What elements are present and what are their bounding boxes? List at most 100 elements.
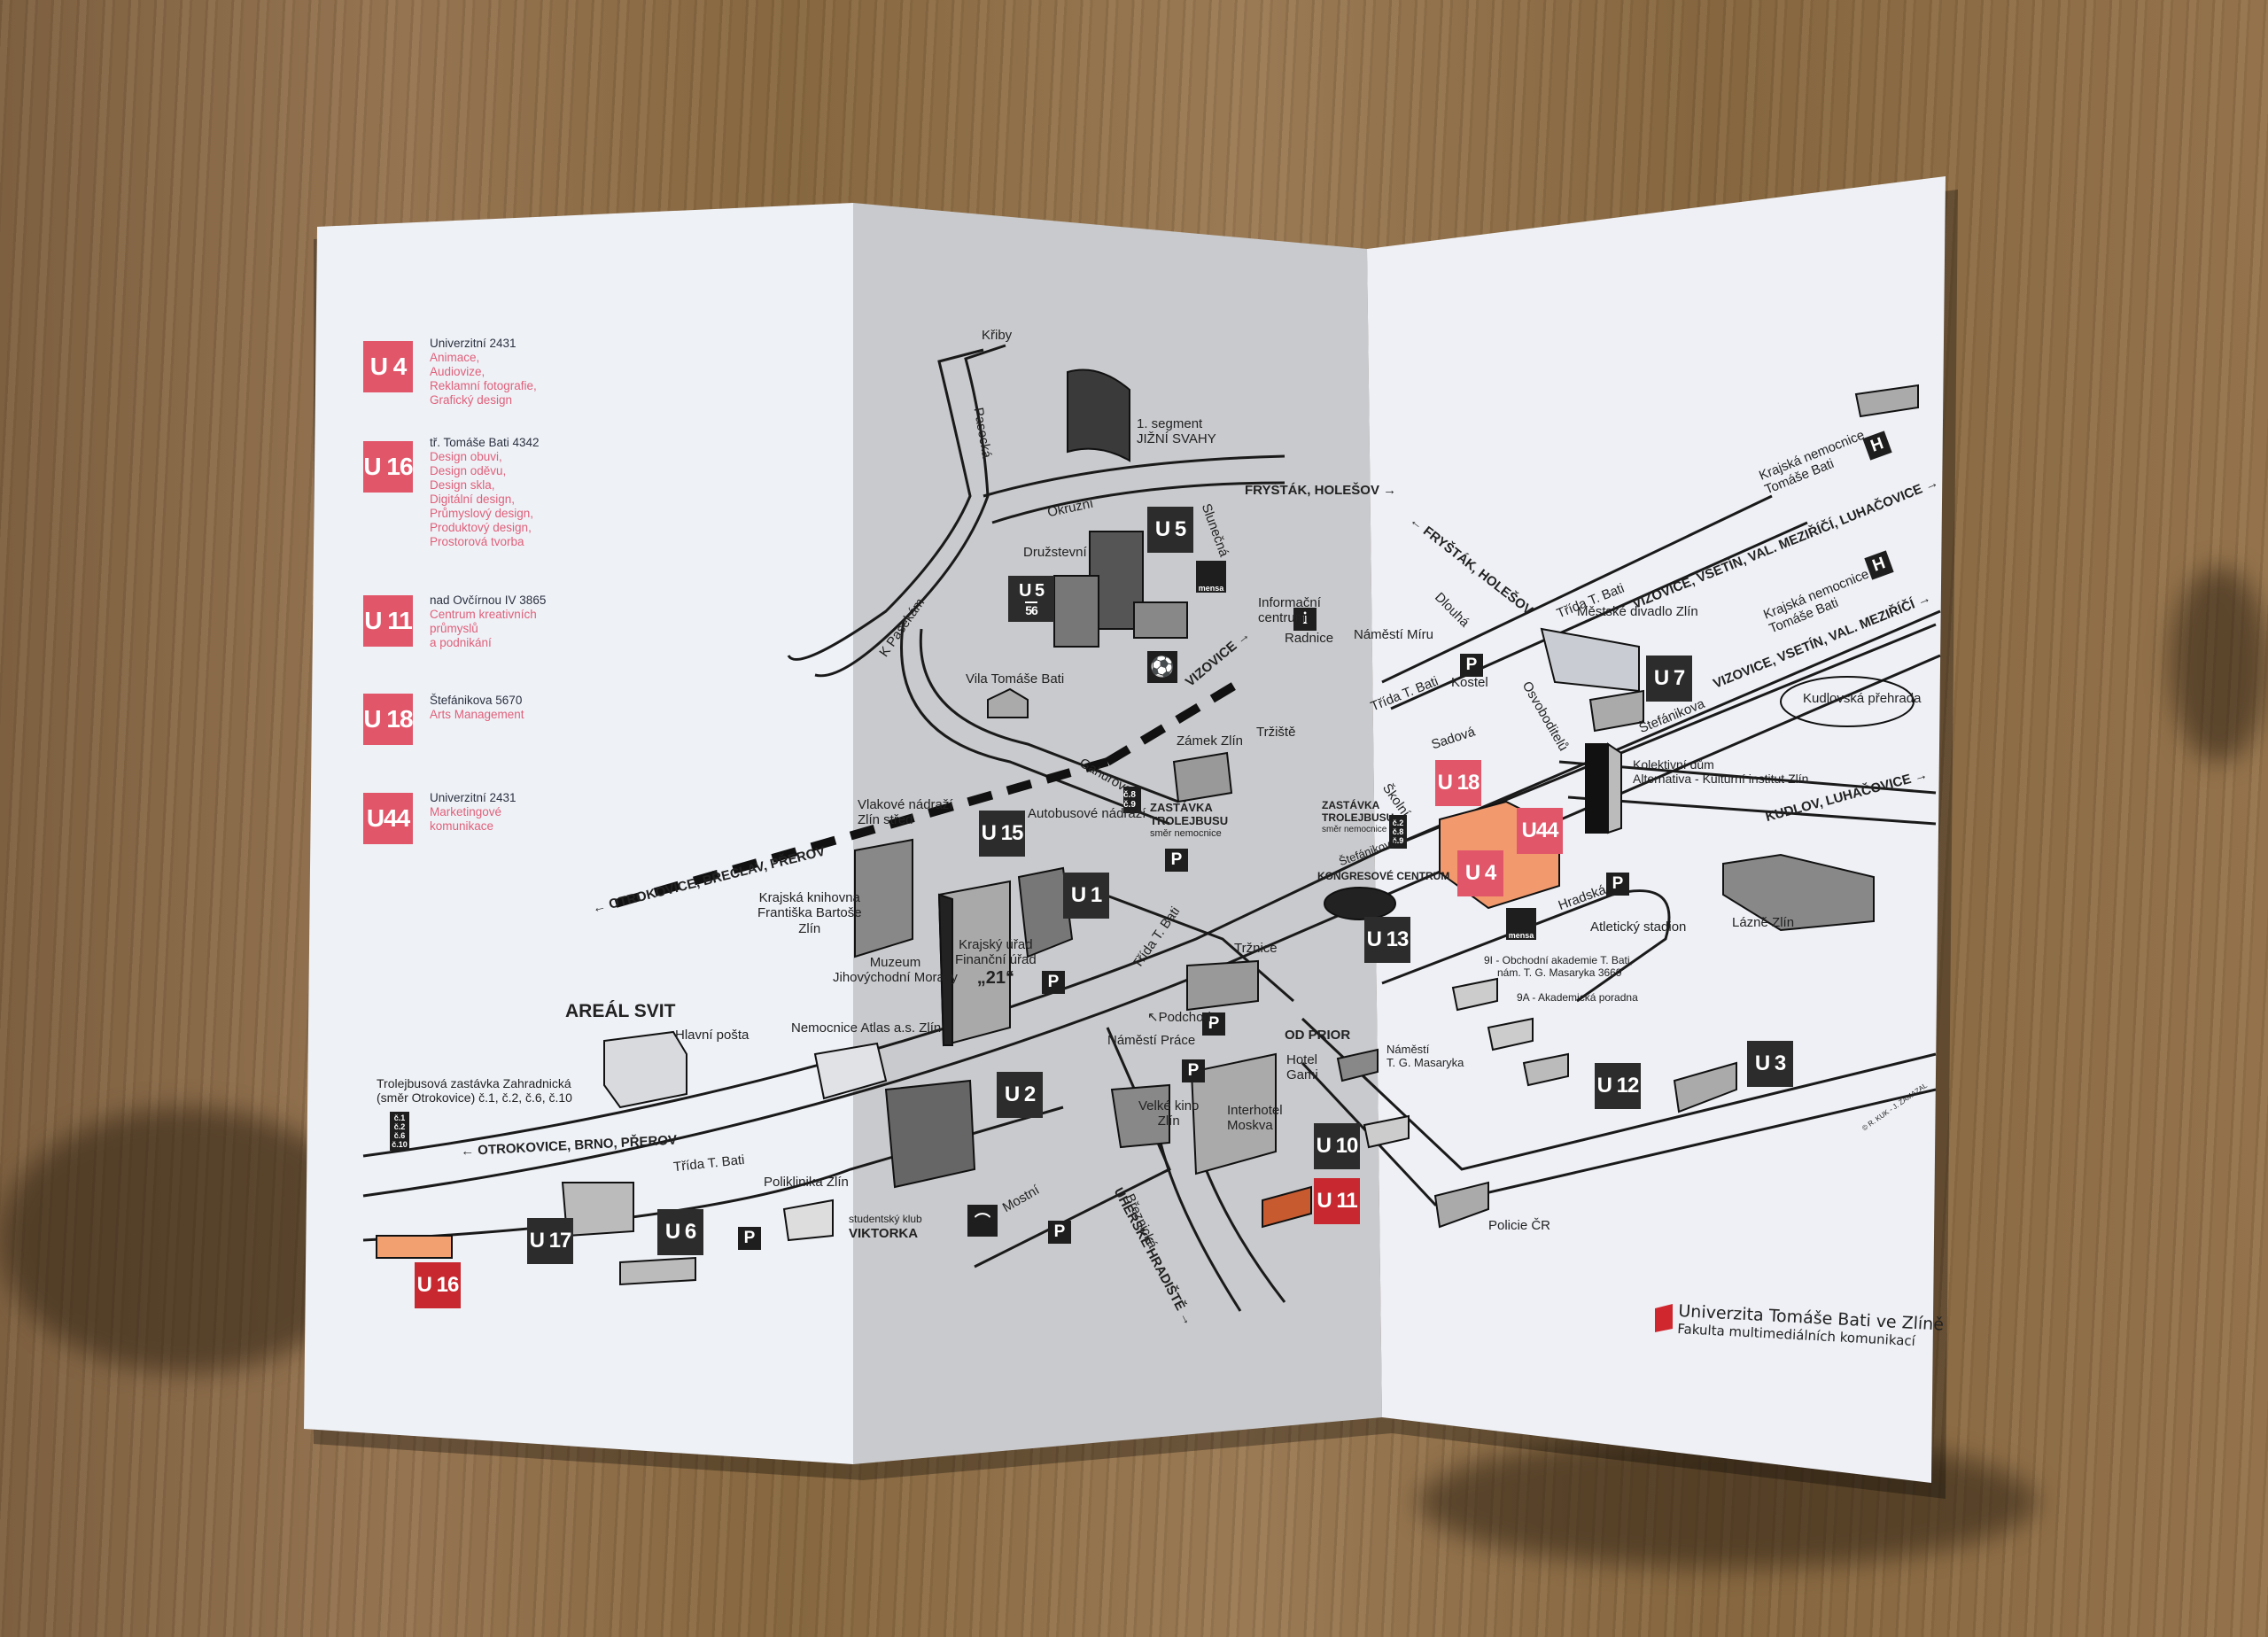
parking-icon: P: [1182, 1059, 1205, 1082]
legend-badge-u4: U 4: [363, 341, 413, 392]
legend-program: Design skla,: [430, 478, 495, 492]
label-line: Finanční úřad: [955, 952, 1037, 968]
road-paseka: [787, 348, 984, 661]
badge-u18: U 18: [1435, 760, 1481, 806]
mensa-restaurant-icon: mensa: [1506, 908, 1536, 940]
building-u11-red: [1262, 1185, 1312, 1229]
parking-icon: P: [1048, 1221, 1071, 1244]
badge-u2: U 2: [997, 1072, 1043, 1118]
legend-address: Univerzitní 2431: [430, 791, 517, 804]
legend-program: Průmyslový design,: [430, 507, 534, 520]
trolleybus-lines-sign: č.8 č.9: [1123, 787, 1141, 813]
badge-u15: U 15: [979, 811, 1025, 857]
label-line: Hotel: [1286, 1052, 1318, 1067]
label-line: Vlakové nádraží: [858, 797, 953, 812]
building-interhotel: [1190, 1052, 1277, 1175]
legend-item-u11: nad Ovčírnou IV 3865 Centrum kreativních…: [430, 594, 546, 650]
building-knihovna: [854, 838, 913, 958]
road-trida-bati-right: [1381, 494, 1773, 684]
label-line: Krajská knihovna: [758, 890, 860, 905]
label-line: „21“: [976, 967, 1014, 988]
sport-icon: ⚽: [1147, 651, 1177, 683]
parking-icon: P: [1460, 654, 1483, 677]
badge-u13: U 13: [1364, 917, 1410, 963]
label-line: ZASTÁVKA: [1322, 799, 1380, 811]
road-trida-bati: [362, 609, 1941, 1158]
direction-frystak: FRYŠTÁK, HOLEŠOV →: [1245, 483, 1397, 498]
road-gahurova: [900, 619, 1170, 826]
label-kongresove-centrum: KONGRESOVÉ CENTRUM: [1317, 870, 1450, 882]
label-namesti-prace: Náměstí Práce: [1107, 1033, 1196, 1048]
badge-u11: U 11: [1314, 1178, 1360, 1224]
building-kolektivni-dum: [1585, 743, 1609, 834]
building-u2: [884, 1079, 976, 1189]
label-line: Muzeum: [869, 955, 921, 970]
label-obchodni-akademie: 9I - Obchodní akademie T. Bati,nám. T. G…: [1484, 954, 1633, 980]
line-number: č.1: [393, 1113, 406, 1122]
label-line: Jihovýchodní Moravy: [833, 970, 958, 986]
label-line: ZASTÁVKA: [1150, 801, 1213, 814]
label-divadlo: Městské divadlo Zlín: [1577, 604, 1698, 619]
building-lazne: [1722, 853, 1875, 932]
building-policie: [1433, 1181, 1489, 1229]
legend-program: Prostorová tvorba: [430, 535, 524, 548]
legend-program: Arts Management: [430, 708, 524, 721]
label-line: směr nemocnice: [1322, 824, 1387, 834]
label-line: TROLEJBUSU: [1150, 813, 1229, 827]
street-druzstevni: Družstevní: [1023, 545, 1087, 560]
line-number: č.10: [392, 1140, 408, 1149]
building-trznice: [1186, 959, 1259, 1012]
label-info-centrum: Informační centrum: [1258, 595, 1321, 626]
label-line: VIKTORKA: [849, 1225, 919, 1241]
legend-item-u44: Univerzitní 2431 Marketingové komunikace: [430, 791, 517, 834]
label-trznice: Tržnice: [1234, 941, 1278, 956]
label-line: směr nemocnice: [1150, 827, 1222, 839]
legend-program: Reklamní fotografie,: [430, 379, 537, 392]
label-kudlovska-prehrada: Kudlovská přehrada: [1803, 691, 1922, 706]
legend-program: Grafický design: [430, 393, 513, 407]
label-line: TROLEJBUSU: [1322, 811, 1394, 824]
label-line: Velké kino: [1138, 1098, 1200, 1113]
label-akademicka-poradna: 9A - Akademická poradna: [1517, 991, 1638, 1004]
trolleybus-lines-sign: č.2 č.8 č.9: [1389, 815, 1407, 849]
label-od-prior: OD PRIOR: [1285, 1028, 1351, 1043]
label-line: Moskva: [1227, 1118, 1273, 1134]
label-autobusove-nadrazi: Autobusové nádraží: [1028, 806, 1146, 821]
street-kriby: Křiby: [982, 328, 1013, 343]
legend-program: průmyslů: [430, 622, 478, 635]
student-club-icon: ⌒: [967, 1205, 998, 1237]
label-namesti-miru: Náměstí Míru: [1354, 627, 1434, 642]
label-vila: Vila Tomáše Bati: [966, 671, 1065, 687]
parking-icon: P: [1042, 971, 1065, 994]
label-areal-svit: AREÁL SVIT: [565, 1001, 676, 1021]
badge-u6: U 6: [657, 1209, 703, 1255]
legend-item-u16: tř. Tomáše Bati 4342 Design obuvi, Desig…: [430, 436, 540, 549]
badge-label: U 5: [1018, 580, 1045, 601]
label-trolej-zahradnicka: Trolejbusová zastávka Zahradnická(směr O…: [377, 1076, 572, 1105]
label-podchod: ↖Podchod: [1147, 1010, 1211, 1025]
left-panel: [304, 203, 853, 1464]
label-line: Zlín: [1157, 1113, 1180, 1129]
badge-u12: U 12: [1595, 1063, 1641, 1109]
building-u16-orange: [376, 1235, 453, 1259]
building-u17: [561, 1182, 634, 1237]
building-velke-kino: [1110, 1083, 1170, 1149]
label-line: nám. T. G. Masaryka 3669: [1497, 966, 1622, 979]
label-line: Interhotel: [1227, 1103, 1283, 1118]
parking-icon: P: [738, 1227, 761, 1250]
badge-u16: U 16: [415, 1262, 461, 1308]
legend-program: Marketingové: [430, 805, 502, 818]
legend-address: tř. Tomáše Bati 4342: [430, 436, 540, 449]
label-line: Františka Bartoše: [757, 905, 862, 921]
building-hlavni-posta: [603, 1030, 687, 1109]
label-line: Zlín: [798, 920, 821, 936]
